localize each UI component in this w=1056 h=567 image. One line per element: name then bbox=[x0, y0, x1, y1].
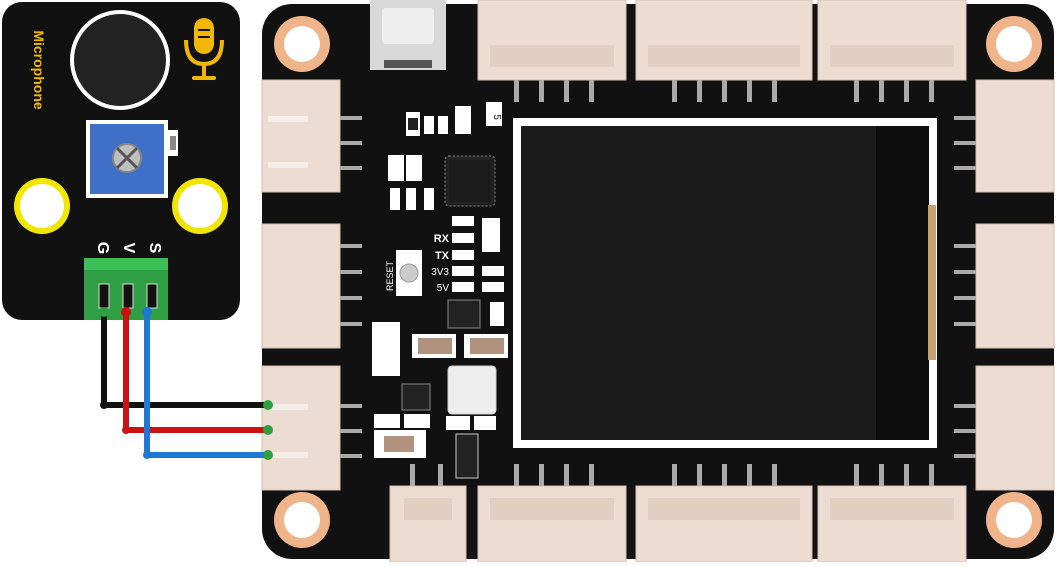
connector-left-3 bbox=[261, 365, 341, 491]
connector-right-3 bbox=[975, 365, 1055, 491]
connector-top-2 bbox=[635, 0, 813, 81]
module-title: Microphone bbox=[31, 30, 47, 110]
screen-flex-cable bbox=[928, 205, 936, 360]
diode bbox=[455, 433, 479, 479]
left-connectors bbox=[261, 79, 362, 491]
regulator-mark: 5 bbox=[491, 114, 502, 120]
lcd-screen bbox=[513, 118, 937, 448]
connector-left-1 bbox=[261, 79, 341, 193]
3v3-led bbox=[452, 266, 474, 276]
top-connectors bbox=[477, 0, 967, 102]
reset-button-knob bbox=[399, 263, 419, 283]
terminal-block bbox=[84, 258, 168, 320]
pin-label-v: V bbox=[120, 243, 137, 254]
3v3-label: 3V3 bbox=[431, 267, 449, 278]
connector-right-2 bbox=[975, 223, 1055, 349]
microphone-capsule bbox=[74, 14, 166, 106]
connector-top-3 bbox=[817, 0, 967, 81]
connector-top-1 bbox=[477, 0, 627, 81]
main-board: 5 RX TX 3V3 5V RESET bbox=[261, 0, 1055, 563]
connector-bottom-2 bbox=[477, 485, 627, 563]
pin-label-s: S bbox=[146, 243, 163, 254]
wire-signal bbox=[144, 312, 268, 458]
rx-led bbox=[452, 233, 474, 243]
5v-led bbox=[452, 282, 474, 292]
tx-label: TX bbox=[435, 250, 450, 262]
tx-led bbox=[452, 250, 474, 260]
connector-right-1 bbox=[975, 79, 1055, 193]
microphone-module: Microphone G V S bbox=[2, 2, 240, 320]
connector-bottom-1 bbox=[389, 485, 467, 563]
power-module bbox=[447, 365, 497, 415]
wires bbox=[99, 307, 273, 460]
mount-holes bbox=[274, 16, 1042, 548]
microphone-icon bbox=[184, 18, 224, 80]
reset-label: RESET bbox=[385, 260, 395, 291]
pin-label-g: G bbox=[94, 242, 111, 254]
usb-c-port bbox=[370, 0, 446, 70]
screen-display bbox=[521, 126, 929, 440]
components: 5 RX TX 3V3 5V RESET bbox=[372, 102, 508, 479]
connector-bottom-4 bbox=[817, 485, 967, 563]
right-connectors bbox=[954, 79, 1055, 491]
bottom-connectors bbox=[389, 464, 967, 563]
potentiometer bbox=[86, 120, 178, 198]
rx-label: RX bbox=[434, 233, 450, 245]
connector-left-2 bbox=[261, 223, 341, 349]
connector-bottom-3 bbox=[635, 485, 813, 563]
5v-label: 5V bbox=[437, 283, 450, 294]
voltage-regulator bbox=[447, 299, 481, 329]
